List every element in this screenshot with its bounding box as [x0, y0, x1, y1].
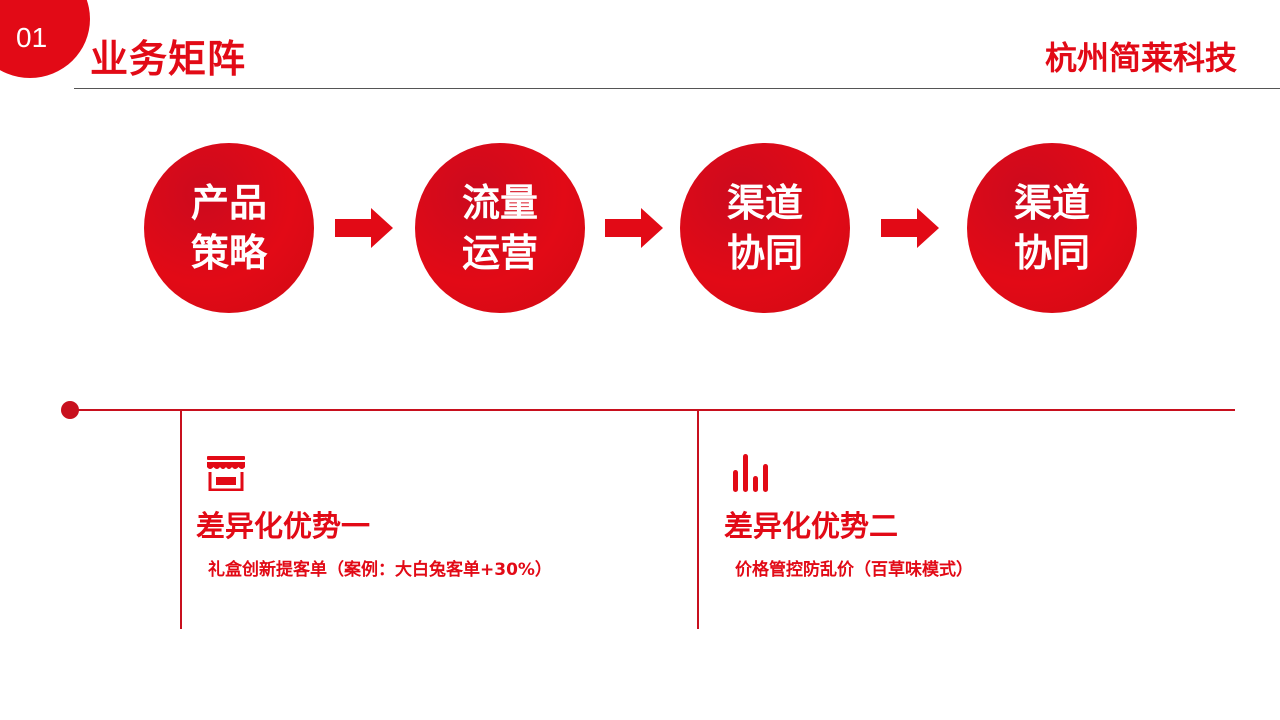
- bar-chart-icon: [733, 454, 768, 492]
- flow-step-1-line1: 产品: [190, 181, 267, 225]
- flow-step-2-line2: 运营: [461, 231, 538, 275]
- flow-step-4-line2: 协同: [1013, 231, 1090, 275]
- flow-step-3: 渠道 协同: [680, 143, 850, 313]
- flow-step-1-line2: 策略: [190, 231, 267, 275]
- flow-step-4-line1: 渠道: [1013, 181, 1090, 225]
- slide-number: 01: [16, 22, 48, 53]
- advantage-2-title: 差异化优势二: [724, 509, 899, 543]
- advantage-2-description: 价格管控防乱价（百草味模式）: [735, 560, 973, 580]
- arrow-right-icon: [335, 208, 393, 248]
- column-divider-left: [180, 411, 182, 629]
- flow-step-2: 流量 运营: [415, 143, 585, 313]
- arrow-right-icon: [605, 208, 663, 248]
- flow-step-4: 渠道 协同: [967, 143, 1137, 313]
- flow-step-3-line2: 协同: [726, 231, 803, 275]
- company-name: 杭州简莱科技: [1044, 39, 1237, 77]
- timeline-line: [70, 409, 1235, 411]
- flow-step-2-line1: 流量: [461, 181, 538, 225]
- arrow-right-icon: [881, 208, 939, 248]
- column-divider-middle: [697, 411, 699, 629]
- page-title: 业务矩阵: [90, 37, 247, 81]
- advantage-1-description: 礼盒创新提客单（案例：大白兔客单+30%）: [208, 560, 552, 580]
- header-divider: [74, 88, 1280, 89]
- flow-step-1: 产品 策略: [144, 143, 314, 313]
- advantage-1-title: 差异化优势一: [196, 509, 371, 543]
- store-icon: [207, 456, 245, 491]
- flow-step-3-line1: 渠道: [726, 181, 803, 225]
